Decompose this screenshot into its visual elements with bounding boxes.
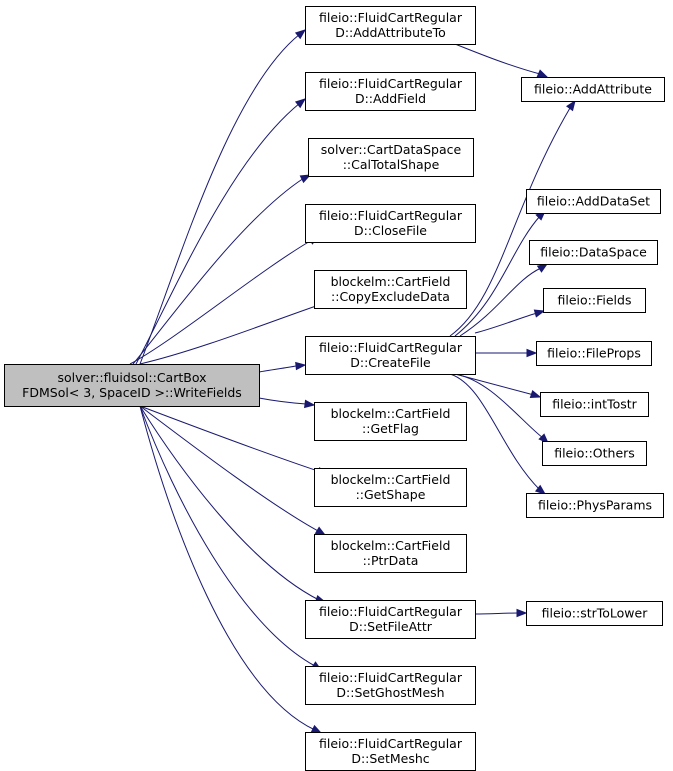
edge-setfileattr-to-strtolower	[474, 608, 528, 618]
node-label: ::CalTotalShape	[343, 157, 440, 172]
node-label: fileio::AddDataSet	[537, 194, 650, 209]
node-dataspace[interactable]: fileio::DataSpace	[529, 240, 658, 265]
node-label: blockelm::CartField	[331, 538, 451, 553]
node-label: fileio::FluidCartRegular	[319, 76, 463, 91]
node-getshape[interactable]: blockelm::CartField::GetShape	[314, 468, 467, 507]
node-label: solver::CartDataSpace	[321, 142, 462, 157]
node-adddataset[interactable]: fileio::AddDataSet	[526, 189, 661, 214]
node-label: ::GetShape	[356, 487, 426, 502]
node-label: fileio::strToLower	[542, 606, 649, 621]
node-addattribute[interactable]: fileio::AddAttribute	[521, 77, 665, 102]
node-ptrdata[interactable]: blockelm::CartField::PtrData	[314, 534, 467, 573]
node-label: blockelm::CartField	[331, 472, 451, 487]
node-label: fileio::AddAttribute	[534, 82, 652, 97]
node-strtolower[interactable]: fileio::strToLower	[526, 601, 663, 626]
node-label: ::PtrData	[363, 553, 419, 568]
edge-root-to-copyexcludedata	[139, 300, 330, 365]
edge-root-to-setghostmesh	[139, 405, 323, 671]
edge-addattributeto-to-addattribute	[454, 43, 549, 78]
node-fileprops[interactable]: fileio::FileProps	[536, 341, 652, 366]
edge-root-to-caltotalshape	[132, 174, 312, 365]
node-label: D::CreateFile	[350, 355, 431, 370]
edge-createfile-to-fileprops	[475, 348, 538, 358]
edge-root-to-createfile	[258, 361, 307, 373]
node-label: fileio::FluidCartRegular	[319, 670, 463, 685]
node-label: solver::fluidsol::CartBox	[58, 370, 207, 385]
edge-createfile-to-dataspace	[459, 263, 549, 337]
edge-root-to-setfileattr	[139, 405, 327, 604]
node-label: fileio::Fields	[558, 293, 632, 308]
node-label: ::CopyExcludeData	[331, 289, 450, 304]
node-others[interactable]: fileio::Others	[542, 441, 647, 466]
node-inttostr[interactable]: fileio::intTostr	[540, 392, 649, 417]
node-label: fileio::intTostr	[552, 397, 637, 412]
edge-createfile-to-others	[454, 373, 549, 444]
edge-root-to-setmeshc	[139, 405, 323, 734]
node-label: D::SetGhostMesh	[336, 685, 444, 700]
node-label: D::CloseFile	[354, 223, 427, 238]
node-label: fileio::PhysParams	[538, 498, 652, 513]
node-label: fileio::FluidCartRegular	[319, 10, 463, 25]
node-label: blockelm::CartField	[331, 274, 451, 289]
node-getflag[interactable]: blockelm::CartField::GetFlag	[314, 402, 467, 441]
call-graph-edges	[129, 29, 576, 734]
node-label: D::AddAttributeTo	[335, 25, 446, 40]
node-label: blockelm::CartField	[331, 406, 451, 421]
node-label: fileio::FluidCartRegular	[319, 604, 463, 619]
edge-createfile-to-fields	[474, 309, 546, 334]
edge-root-to-ptrdata	[139, 405, 327, 536]
edge-root-to-addattributeto	[139, 29, 307, 365]
edge-root-to-getflag	[258, 397, 316, 409]
node-label: fileio::DataSpace	[540, 245, 647, 260]
node-label: fileio::FileProps	[547, 346, 641, 361]
edge-root-to-addfield	[135, 98, 307, 365]
node-label: D::SetMeshc	[351, 751, 429, 766]
node-label: fileio::Others	[554, 446, 635, 461]
node-label: FDMSol< 3, SpaceID >::WriteFields	[22, 385, 242, 400]
node-label: D::AddField	[355, 91, 426, 106]
node-label: fileio::FluidCartRegular	[319, 340, 463, 355]
node-label: fileio::FluidCartRegular	[319, 736, 463, 751]
edge-createfile-to-addattribute	[449, 99, 576, 337]
node-fields[interactable]: fileio::Fields	[543, 288, 646, 313]
node-label: fileio::FluidCartRegular	[319, 208, 463, 223]
node-caltotalshape[interactable]: solver::CartDataSpace::CalTotalShape	[308, 138, 474, 177]
edge-root-to-closefile	[129, 235, 320, 365]
edge-root-to-getshape	[139, 405, 329, 476]
node-label: ::GetFlag	[362, 421, 419, 436]
node-physparams[interactable]: fileio::PhysParams	[526, 493, 664, 518]
node-copyexcludedata[interactable]: blockelm::CartField::CopyExcludeData	[314, 270, 467, 309]
node-label: D::SetFileAttr	[349, 619, 433, 634]
node-addattributeto[interactable]: fileio::FluidCartRegularD::AddAttributeT…	[305, 6, 476, 45]
